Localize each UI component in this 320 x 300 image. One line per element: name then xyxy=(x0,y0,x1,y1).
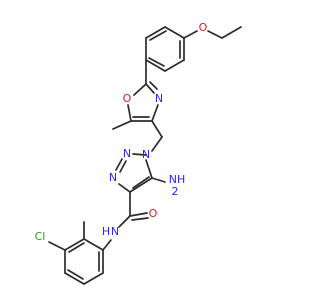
bond xyxy=(164,59,185,72)
amide-hydrogen-label: H xyxy=(102,225,110,238)
bond-lines xyxy=(48,26,242,285)
bond xyxy=(132,153,147,156)
bond xyxy=(127,104,132,122)
bond xyxy=(83,238,104,251)
bond xyxy=(119,160,127,173)
bond xyxy=(132,176,150,189)
bond xyxy=(129,177,153,193)
amide-oxygen-label: O xyxy=(149,207,158,220)
bond xyxy=(102,239,112,251)
bond xyxy=(151,177,166,183)
bond xyxy=(64,272,85,285)
amine-nh-text: NH xyxy=(169,173,186,186)
bond xyxy=(64,238,85,251)
triazole-n2-label: N xyxy=(123,147,131,160)
bond xyxy=(115,158,123,171)
oxazole-nitrogen-label: N xyxy=(155,92,163,105)
amine-label: NH xyxy=(169,173,186,186)
bond xyxy=(131,217,149,221)
bond xyxy=(148,57,165,67)
bond xyxy=(118,215,131,228)
ether-oxygen-label: O xyxy=(199,21,208,34)
bond xyxy=(221,26,242,39)
bond xyxy=(145,26,166,39)
bond xyxy=(67,269,84,280)
bond xyxy=(149,30,167,41)
bond xyxy=(183,30,198,39)
amide-nitrogen-label: N xyxy=(111,225,119,238)
oxazole-oxygen-label: O xyxy=(123,92,132,105)
triazole-n1-label: N xyxy=(142,148,150,161)
bond xyxy=(83,272,104,285)
atom-labels: O N O N N N NH 2 O N H Cl xyxy=(35,21,208,243)
bond xyxy=(112,120,132,130)
bond xyxy=(118,183,131,193)
molecule-structure: O N O N N N NH 2 O N H Cl xyxy=(35,21,242,285)
bond xyxy=(145,59,166,72)
bond xyxy=(145,159,153,179)
bond xyxy=(151,136,163,152)
chloro-label: Cl xyxy=(35,230,46,243)
bond xyxy=(207,30,223,39)
bond xyxy=(164,26,185,39)
bond xyxy=(151,104,159,122)
bond xyxy=(68,242,85,253)
bond xyxy=(145,83,155,94)
triazole-n3-label: N xyxy=(109,171,117,184)
amine-subscript-label: 2 xyxy=(172,185,179,198)
bond xyxy=(133,83,147,96)
bond xyxy=(48,241,66,251)
bond xyxy=(129,212,148,217)
bond xyxy=(149,81,158,90)
bond xyxy=(151,120,163,138)
